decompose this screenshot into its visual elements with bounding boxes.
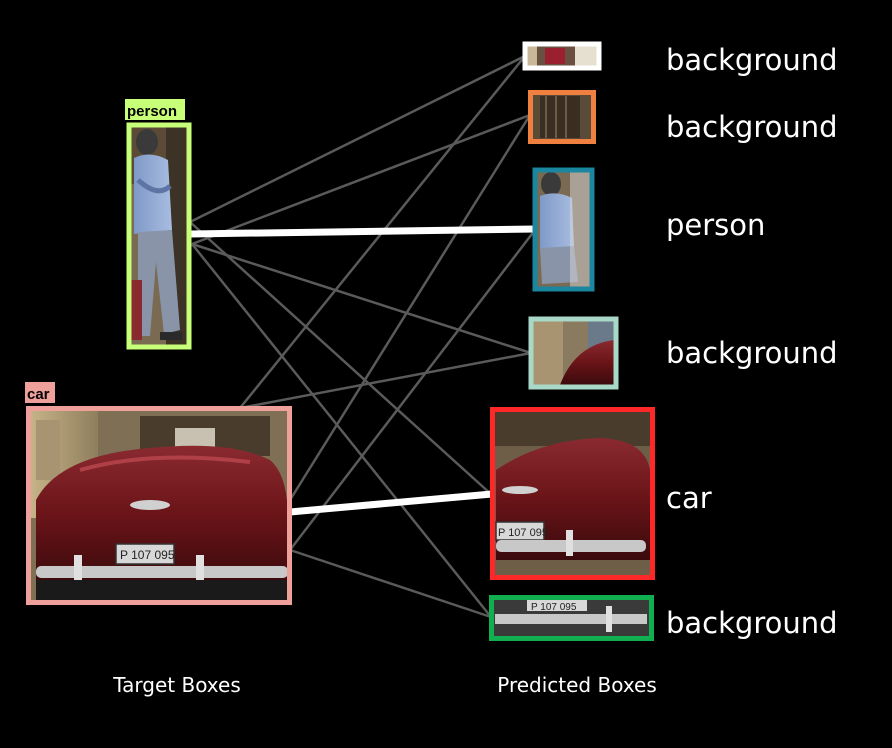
caption-predicted-boxes: Predicted Boxes (497, 673, 657, 697)
candidate-line-1-3 (239, 351, 532, 410)
candidate-line-0-1 (191, 113, 531, 246)
prediction-label-3: background (666, 336, 838, 370)
prediction-label-5: background (666, 606, 838, 640)
car-crop-image: P 107 095 (28, 408, 290, 602)
predicted-box-0 (522, 41, 602, 71)
match-line-0-2 (189, 225, 536, 238)
caption-target-boxes: Target Boxes (112, 673, 241, 697)
matched-connections (189, 225, 536, 516)
candidate-line-0-4 (189, 221, 493, 496)
svg-text:P 107 095: P 107 095 (498, 527, 548, 539)
prediction-label-0: background (666, 43, 838, 77)
svg-text:P 107 095: P 107 095 (531, 602, 577, 613)
candidate-line-1-1 (288, 114, 532, 501)
target-box-car: P 107 095 car (25, 382, 292, 605)
candidate-line-0-3 (191, 242, 532, 355)
prediction-label-1: background (666, 110, 838, 144)
predicted-box-1 (528, 90, 596, 144)
svg-text:P 107 095: P 107 095 (120, 548, 175, 562)
candidate-line-1-5 (289, 548, 492, 619)
predicted-box-5: P 107 095 (489, 595, 654, 641)
prediction-label-2: person (666, 208, 765, 242)
candidate-line-0-0 (189, 54, 526, 224)
person-crop-image (128, 124, 190, 347)
predicted-box-4: P 107 095 (490, 407, 655, 580)
target-label-person: person (127, 103, 177, 120)
target-label-car: car (27, 386, 50, 403)
predicted-box-3 (528, 316, 619, 390)
candidate-line-0-5 (191, 243, 492, 618)
prediction-label-4: car (666, 481, 712, 515)
match-line-1-4 (289, 490, 493, 516)
target-box-person: person (125, 99, 192, 350)
candidate-line-1-2 (289, 229, 536, 551)
predicted-box-2 (532, 167, 595, 292)
